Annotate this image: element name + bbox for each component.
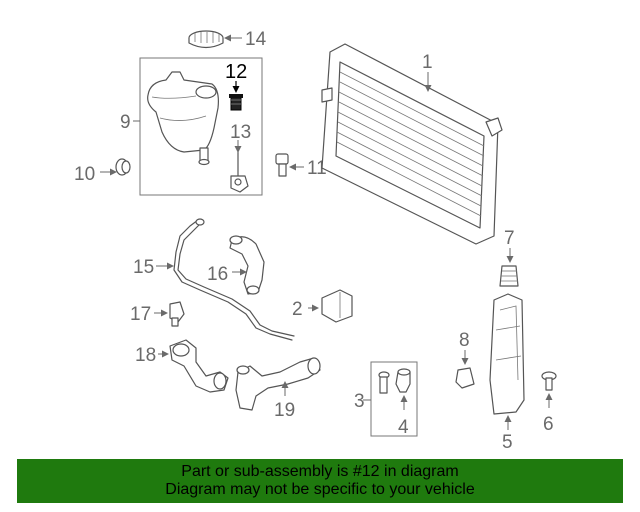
label-8: 8 [459, 330, 470, 351]
part-17-connector [154, 301, 185, 327]
label-19: 19 [274, 400, 295, 421]
label-4: 4 [398, 417, 409, 438]
label-17: 17 [130, 304, 151, 325]
label-10: 10 [74, 164, 95, 185]
part-11-bolt [275, 153, 304, 177]
label-3: 3 [354, 391, 365, 412]
part-18-hose [158, 339, 229, 393]
banner-line-2: Diagram may not be specific to your vehi… [165, 481, 475, 498]
part-19-hose [235, 357, 321, 411]
label-13: 13 [230, 122, 251, 143]
label-15: 15 [133, 257, 154, 278]
info-banner: Part or sub-assembly is #12 in diagram D… [17, 459, 623, 503]
label-2: 2 [292, 299, 303, 320]
part-1-radiator [321, 43, 503, 245]
part-2-bracket [308, 289, 353, 323]
part-3-4-group [363, 361, 418, 437]
part-8-clip [455, 350, 475, 389]
label-14: 14 [245, 29, 267, 50]
part-7-rubber-mount [499, 248, 519, 287]
part-12-bleed-screw [229, 81, 243, 111]
parts-diagram: 14 9 13 12 10 [74, 29, 557, 453]
label-6: 6 [543, 414, 554, 435]
part-6-screw [541, 371, 557, 408]
part-10-plug [100, 158, 131, 176]
part-5-air-duct [489, 293, 525, 430]
label-5: 5 [502, 432, 513, 453]
label-7: 7 [504, 228, 515, 249]
label-1: 1 [422, 52, 433, 73]
part-15-vent-line [156, 218, 295, 341]
part-9-expansion-tank-group [133, 57, 263, 196]
label-9: 9 [120, 112, 131, 133]
label-12-highlighted: 12 [225, 61, 247, 83]
banner-line-1: Part or sub-assembly is #12 in diagram [181, 463, 459, 480]
label-16: 16 [207, 264, 228, 285]
label-18: 18 [135, 345, 156, 366]
part-14-reservoir-cap [188, 30, 242, 49]
part-16-hose [229, 235, 265, 295]
